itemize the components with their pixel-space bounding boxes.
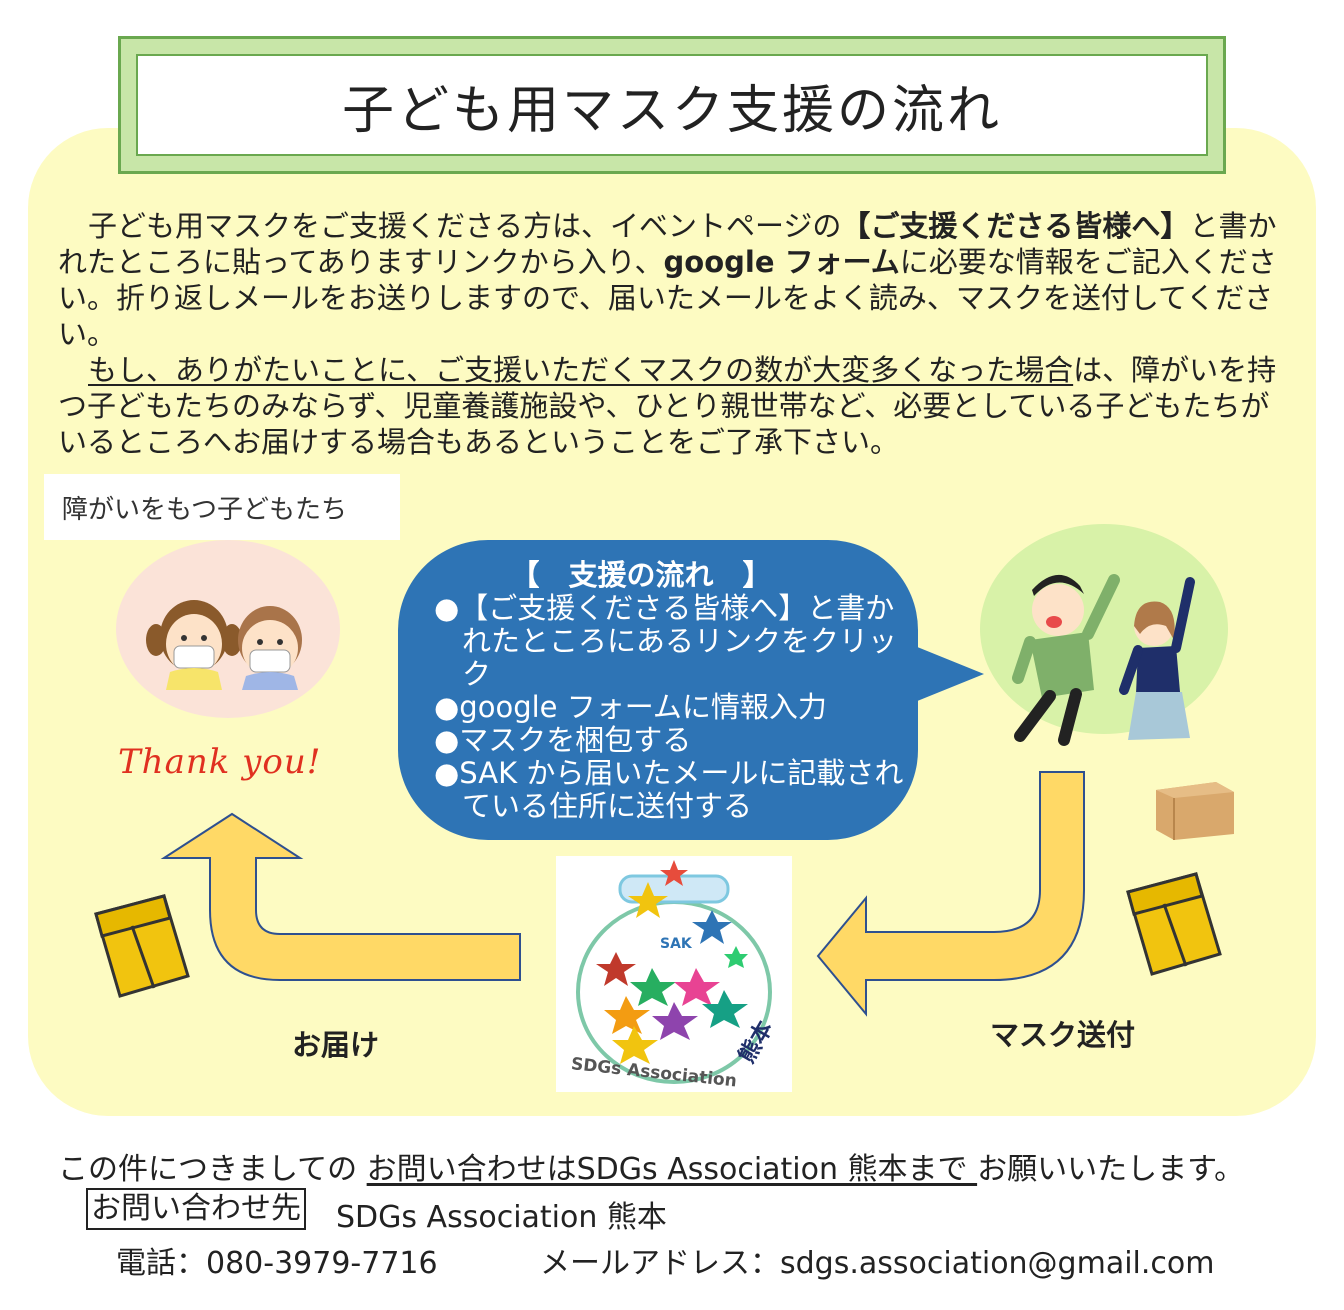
contact-label: お問い合わせ先 — [86, 1188, 306, 1230]
thank-you-text: Thank you! — [118, 742, 322, 782]
flow-step-4: ●SAK から届いたメールに記載されている住所に送付する — [434, 756, 904, 823]
cardboard-box-icon — [1156, 782, 1234, 840]
sdgs-association-logo: SAK SDGs Association 熊本 — [556, 856, 792, 1092]
flow-step-1: ●【ご支援くださる皆様へ】と書かれたところにあるリンクをクリック — [434, 591, 898, 691]
supporters-illustration — [980, 524, 1228, 734]
footer-inquiry-line: この件につきましての お問い合わせはSDGs Association 熊本まで … — [58, 1152, 1245, 1187]
star-jar-logo-icon: SAK SDGs Association 熊本 — [570, 860, 779, 1092]
page-title: 子ども用マスク支援の流れ — [136, 54, 1208, 156]
send-arrow-icon — [816, 771, 1085, 1017]
cheering-people-icon — [1012, 574, 1195, 746]
bubble-title: 【 支援の流れ 】 — [510, 558, 772, 592]
intro-paragraph-2: もし、ありがたいことに、ご支援いただくマスクの数が大変多くなった場合は、障がいを… — [58, 353, 1277, 459]
envelope-left-icon — [94, 894, 190, 998]
children-illustration — [116, 540, 340, 718]
send-caption: マスク送付 — [990, 1018, 1136, 1052]
logo-sak-text: SAK — [660, 936, 693, 952]
contact-email: メールアドレス：sdgs.association@gmail.com — [540, 1246, 1215, 1281]
envelope-right-icon — [1126, 872, 1222, 976]
flow-speech-bubble: 【 支援の流れ 】 ●【ご支援くださる皆様へ】と書かれたところにあるリンクをクリ… — [398, 540, 918, 840]
flow-step-3: ●マスクを梱包する — [434, 723, 692, 757]
kids-label: 障がいをもつ子どもたち — [44, 474, 400, 540]
intro-text: 子ども用マスクをご支援くださる方は、イベントページの【ご支援くださる皆様へ】と書… — [58, 208, 1298, 460]
flow-step-2: ●google フォームに情報入力 — [434, 690, 827, 724]
logo-city-text: 熊本 — [734, 1017, 779, 1068]
contact-organization: SDGs Association 熊本 — [336, 1200, 667, 1235]
deliver-caption: お届け — [292, 1028, 380, 1062]
contact-phone: 電話：080-3979-7716 — [116, 1246, 438, 1281]
deliver-arrow-icon — [160, 812, 521, 981]
intro-paragraph-1: 子ども用マスクをご支援くださる方は、イベントページの【ご支援くださる皆様へ】と書… — [58, 209, 1277, 351]
logo-ring-text: SDGs Association — [570, 1054, 738, 1091]
children-with-masks-icon — [146, 600, 302, 690]
